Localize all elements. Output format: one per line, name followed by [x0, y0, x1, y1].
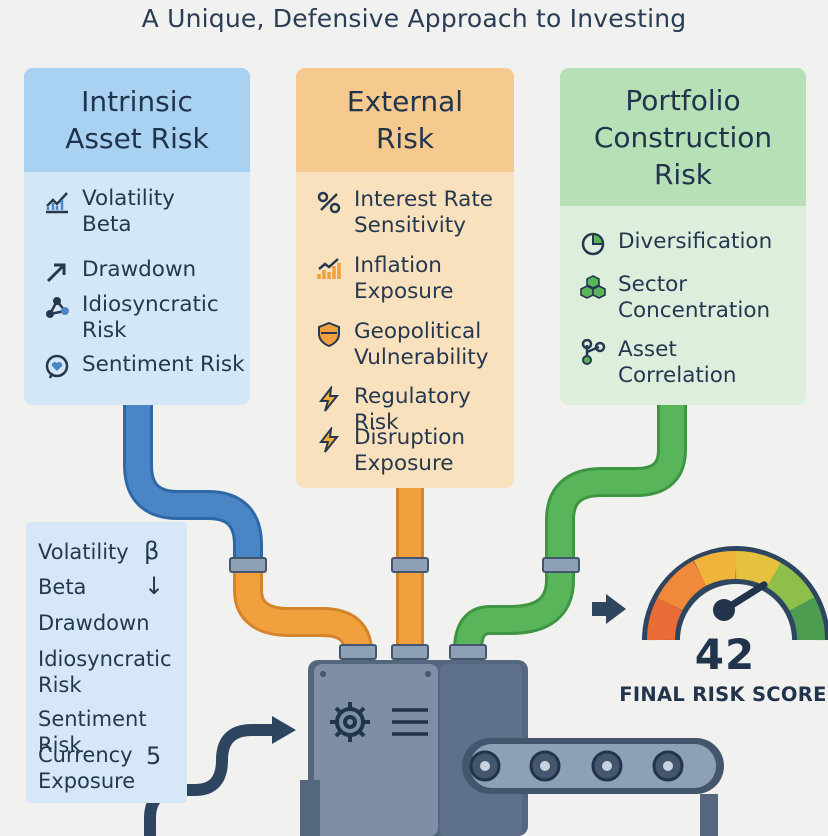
external-item-interest-rate: Interest Rate Sensitivity [316, 187, 493, 239]
external-item-label: Disruption Exposure [354, 425, 466, 476]
lightning-icon [316, 427, 342, 453]
portfolio-item-label: Asset Correlation [618, 337, 737, 388]
currency-symbol-icon: 5 [146, 742, 162, 770]
shield-icon [316, 321, 342, 347]
portfolio-item-label: Sector Concentration [618, 272, 771, 323]
conveyor [462, 738, 724, 836]
blue-pipe [123, 405, 263, 565]
left-feed-pipe [233, 572, 373, 660]
side-item-currency-exposure: Currency Exposure [38, 743, 136, 793]
portfolio-item-sector: Sector Concentration [580, 272, 770, 324]
external-item-label: Regulatory Risk [354, 384, 471, 435]
intrinsic-item-sentiment-risk: Sentiment Risk [44, 352, 245, 380]
bar-trend-icon [316, 255, 342, 281]
risk-gauge [642, 546, 828, 641]
green-pipe [453, 405, 687, 660]
arrow-to-gauge-icon [592, 594, 626, 624]
heart-chat-icon [44, 354, 70, 380]
intrinsic-item-idiosyncratic-risk: Idiosyncratic Risk [44, 292, 219, 344]
side-item-volatility: Volatility [38, 540, 129, 564]
portfolio-construction-risk-card: Portfolio Construction Risk Diversificat… [560, 68, 806, 405]
orange-pipe [396, 488, 424, 663]
trend-arrow-icon [44, 259, 70, 285]
external-card-heading: External Risk [296, 68, 514, 172]
machine [300, 660, 528, 836]
external-item-geopolitical: Geopolitical Vulnerability [316, 319, 488, 371]
side-item-idiosyncratic-risk: Idiosyncratic Risk [38, 647, 172, 697]
side-item-drawdown: Drawdown [38, 611, 150, 635]
intrinsic-item-label: Volatility Beta [82, 186, 175, 237]
intrinsic-card-heading: Intrinsic Asset Risk [24, 68, 250, 172]
portfolio-item-label: Diversification [618, 229, 773, 254]
external-item-label: Inflation Exposure [354, 253, 454, 304]
pipe-couplings [229, 557, 580, 660]
external-item-regulatory: Regulatory Risk [316, 384, 514, 436]
intrinsic-item-label: Drawdown [82, 257, 197, 282]
page-title: A Unique, Defensive Approach to Investin… [141, 4, 687, 33]
side-item-sentiment-risk: Sentiment Risk [38, 707, 147, 757]
intrinsic-item-label: Idiosyncratic Risk [82, 292, 219, 343]
intrinsic-item-label: Sentiment Risk [82, 352, 245, 377]
portfolio-card-heading: Portfolio Construction Risk [560, 68, 806, 206]
beta-symbol-icon: β [144, 537, 160, 565]
external-risk-card: External Risk Interest Rate Sensitivity … [296, 68, 514, 488]
intrinsic-asset-risk-card: Intrinsic Asset Risk Volatility Beta Dra… [24, 68, 250, 405]
intrinsic-item-volatility-beta: Volatility Beta [44, 186, 175, 238]
external-item-disruption: Disruption Exposure [316, 425, 465, 477]
lightning-icon [316, 386, 342, 412]
down-arrow-icon: ↓ [144, 572, 165, 600]
portfolio-item-diversification: Diversification [580, 229, 772, 257]
risk-score-label: FINAL RISK SCORE [619, 683, 827, 706]
risk-score-value: 42 [694, 630, 756, 679]
side-item-beta: Beta [38, 575, 87, 599]
connected-nodes-icon [580, 339, 606, 365]
intrinsic-item-drawdown: Drawdown [44, 257, 196, 285]
external-item-label: Geopolitical Vulnerability [354, 319, 489, 370]
portfolio-item-correlation: Asset Correlation [580, 337, 737, 389]
network-nodes-icon [44, 294, 70, 320]
pie-chart-icon [580, 231, 606, 257]
line-chart-icon [44, 188, 70, 214]
cubes-icon [580, 274, 606, 300]
external-item-label: Interest Rate Sensitivity [354, 187, 493, 238]
external-item-inflation: Inflation Exposure [316, 253, 454, 305]
side-risk-list: Volatility Beta Drawdown Idiosyncratic R… [26, 522, 187, 803]
percent-icon [316, 189, 342, 215]
